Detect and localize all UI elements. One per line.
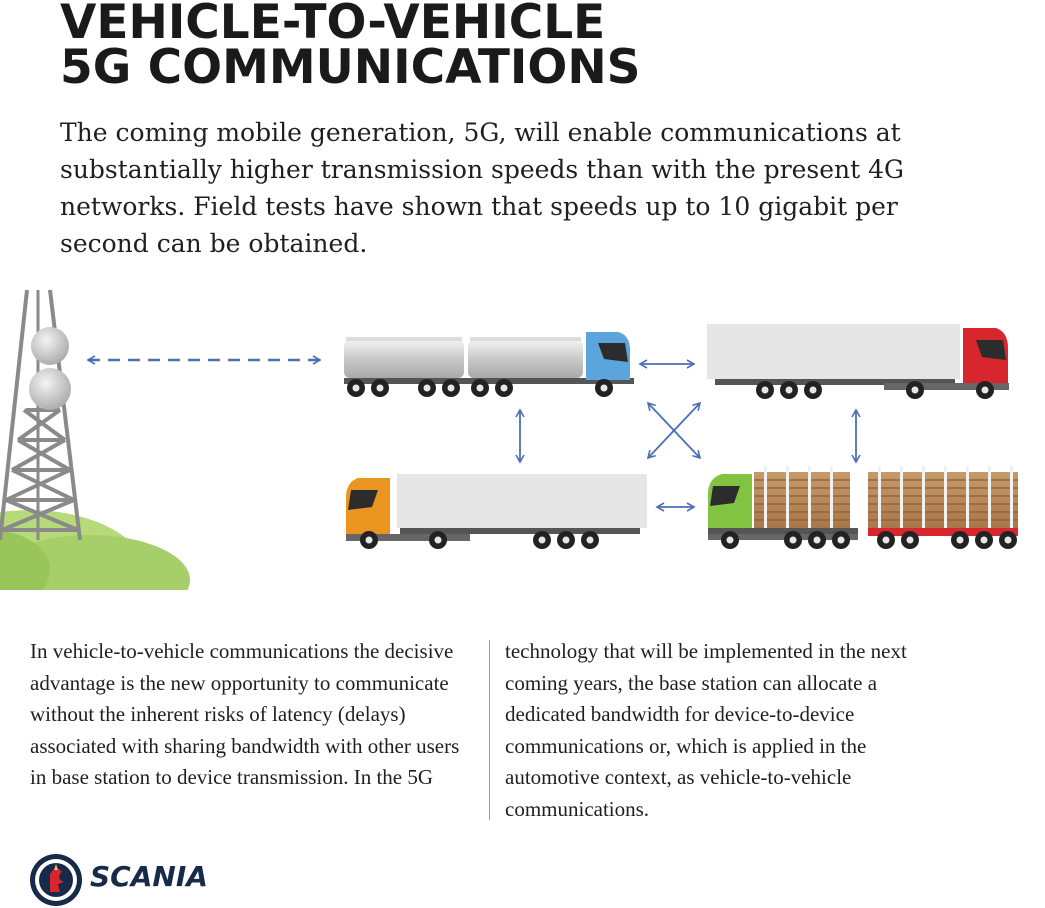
timber-truck [708, 466, 1018, 549]
body-column-right: technology that will be implemented in t… [505, 639, 907, 821]
hills [0, 510, 190, 590]
cell-tower-icon [0, 289, 82, 541]
intro-paragraph: The coming mobile generation, 5G, will e… [60, 118, 905, 258]
column-divider [489, 640, 490, 820]
body-column-left: In vehicle-to-vehicle communications the… [30, 639, 460, 789]
scania-wordmark: SCANIA [90, 860, 208, 893]
arrow-diag-2 [646, 401, 702, 460]
scania-griffin-icon [30, 854, 82, 906]
tanker-truck [344, 332, 634, 397]
scania-logo: SCANIA [28, 852, 248, 908]
antenna-dishes [29, 327, 71, 410]
title-line-1: VEHICLE-TO-VEHICLE [60, 0, 606, 50]
v2v-arrows [515, 359, 861, 512]
box-truck [346, 474, 647, 549]
reefer-truck [707, 324, 1009, 399]
v2v-diagram [0, 289, 1018, 590]
title-line-2: 5G COMMUNICATIONS [60, 40, 641, 95]
page-title: VEHICLE-TO-VEHICLE 5G COMMUNICATIONS [60, 0, 641, 95]
